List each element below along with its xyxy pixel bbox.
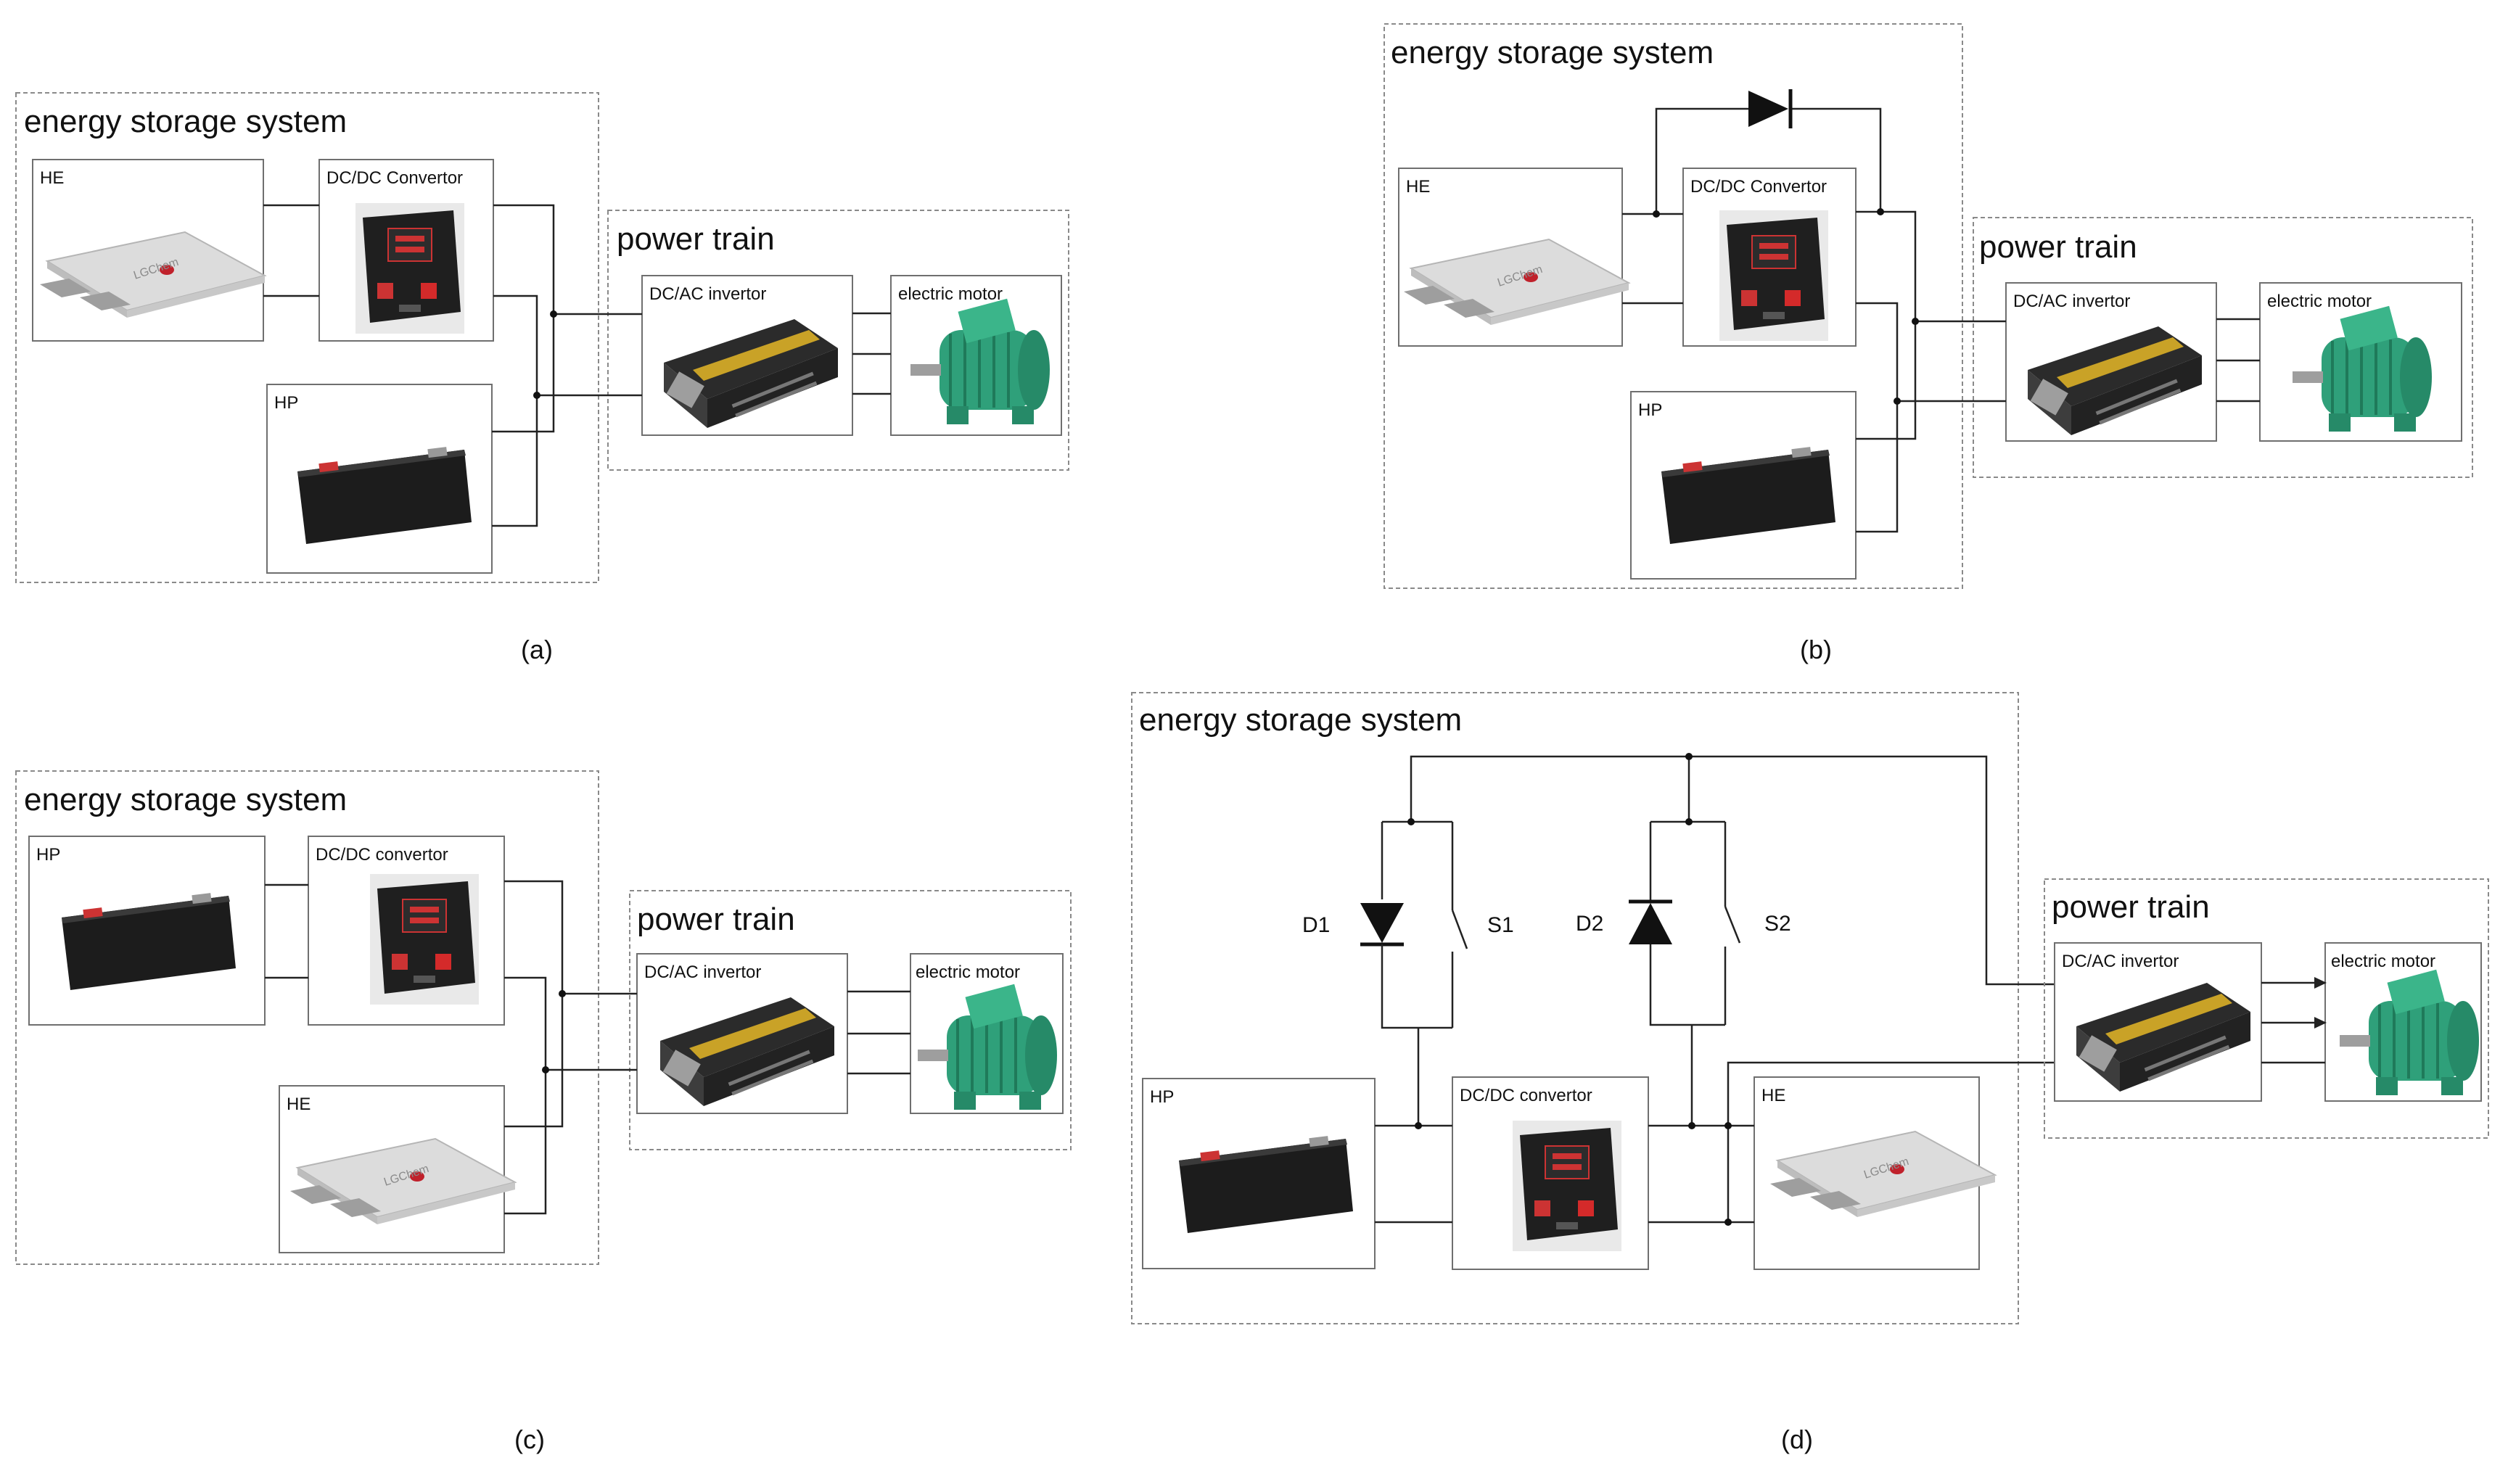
diode-icon (1655, 89, 1882, 214)
switch-icon (1724, 906, 1741, 944)
power-train-frame (629, 890, 1072, 1150)
wiring (263, 204, 891, 527)
wiring (1375, 753, 2076, 1226)
caption-d: (d) (1781, 1425, 1813, 1454)
panel-d: energy storage system D1 S1 (1131, 692, 2489, 1454)
dcdc-converter-icon (369, 873, 480, 1005)
pt-title: power train (1979, 229, 2137, 265)
motor-label: electric motor (898, 284, 1003, 304)
d2-label: D2 (1576, 912, 1603, 936)
dcac-label: DC/AC invertor (644, 962, 761, 982)
panel-a: energy storage system HE DC/DC Convertor… (15, 92, 1069, 664)
energy-storage-system-frame (1383, 23, 1963, 589)
dcdc-label: DC/DC convertor (1460, 1086, 1592, 1105)
dcdc-converter-icon (355, 202, 465, 334)
motor-label: electric motor (2331, 952, 2435, 971)
s2-label: S2 (1764, 912, 1791, 936)
hp-label: HP (1150, 1087, 1174, 1107)
hp-label: HP (36, 845, 60, 865)
dcdc-converter-icon (1512, 1120, 1622, 1252)
power-train-frame (607, 210, 1069, 471)
ess-title: energy storage system (24, 104, 347, 139)
caption-c: (c) (514, 1425, 545, 1454)
panel-c: energy storage system HP DC/DC convertor… (15, 770, 1072, 1454)
motor-label: electric motor (2267, 292, 2372, 311)
caption-b: (b) (1800, 635, 1832, 664)
hp-label: HP (1638, 400, 1662, 420)
diode-icon (1629, 903, 1672, 944)
power-train-frame (1973, 217, 2473, 478)
pt-title: power train (617, 221, 775, 257)
dcdc-converter-icon (1719, 210, 1829, 342)
dcac-label: DC/AC invertor (649, 284, 766, 304)
dcdc-label: DC/DC Convertor (1690, 177, 1827, 197)
energy-storage-system-frame (15, 92, 599, 583)
he-label: HE (40, 168, 64, 188)
pt-title: power train (2052, 889, 2210, 925)
switch-icon (1451, 910, 1468, 949)
caption-a: (a) (521, 635, 553, 664)
s1-label: S1 (1487, 913, 1514, 937)
ess-title: energy storage system (24, 782, 347, 817)
motor-label: electric motor (916, 962, 1020, 982)
dcac-label: DC/AC invertor (2013, 292, 2130, 311)
diode-d2: D2 S2 (1576, 820, 1791, 1026)
he-label: HE (1761, 1086, 1785, 1105)
pt-title: power train (637, 902, 795, 937)
wiring (1622, 208, 2260, 533)
wiring (2261, 977, 2327, 1064)
energy-storage-system-frame (1131, 692, 2019, 1324)
energy-storage-system-frame (15, 770, 599, 1265)
d1-label: D1 (1302, 913, 1330, 937)
panel-b: energy storage system HE DC/DC Convertor… (1383, 23, 2473, 664)
hp-label: HP (274, 393, 298, 413)
ess-title: energy storage system (1391, 35, 1714, 70)
diode-d1: D1 S1 (1302, 820, 1514, 1029)
power-train-frame (2044, 878, 2489, 1139)
dcac-label: DC/AC invertor (2062, 952, 2179, 971)
diode-icon (1360, 903, 1404, 943)
wiring (265, 880, 910, 1215)
dcdc-label: DC/DC convertor (316, 845, 448, 865)
dcdc-label: DC/DC Convertor (326, 168, 463, 188)
ess-title: energy storage system (1139, 702, 1462, 738)
he-label: HE (287, 1095, 311, 1114)
he-label: HE (1406, 177, 1430, 197)
